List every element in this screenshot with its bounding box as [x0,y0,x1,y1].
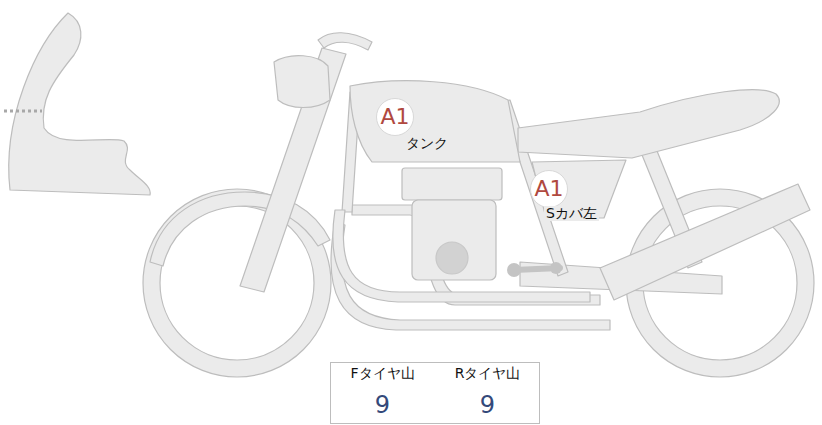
table-value: 9 [375,391,390,419]
table-value: 9 [480,391,495,419]
callout-number: A1 [380,106,409,128]
callout-circle: A1 [530,170,568,208]
part-name: Sカバ左 [544,206,599,221]
callout-number: A1 [534,178,563,200]
table-cell: 9 [435,386,540,424]
table-cell: 9 [330,386,435,424]
table-header: Rタイヤ山 [455,365,521,383]
table-header: Fタイヤ山 [350,365,414,383]
table-cell: Rタイヤ山 [435,362,540,386]
part-name: タンク [404,136,450,151]
callout-circle: A1 [376,98,414,136]
table-cell: Fタイヤ山 [330,362,435,386]
